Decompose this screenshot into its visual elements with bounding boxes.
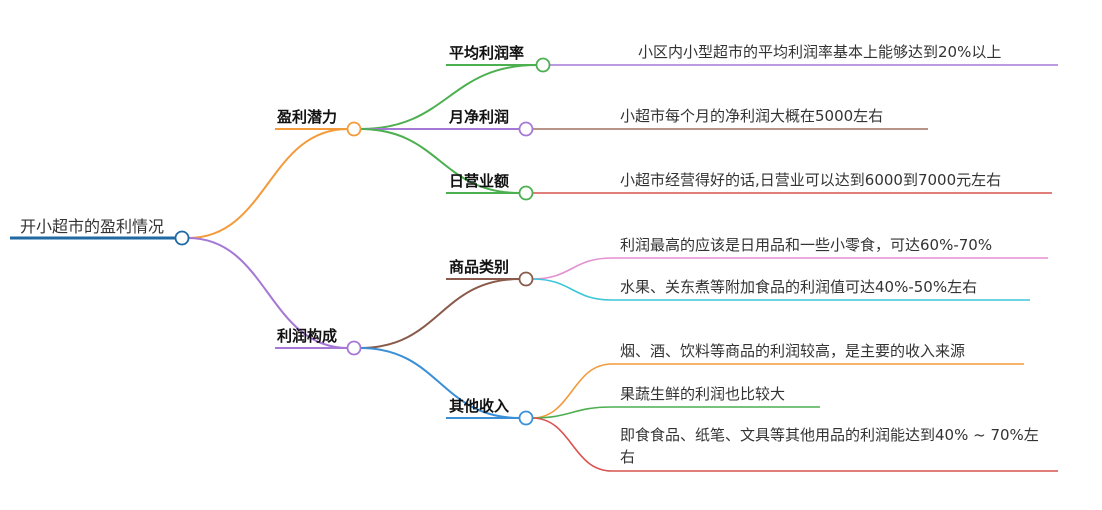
sub-node-circle (518, 271, 534, 287)
branch-profit-composition[interactable]: 利润构成 (277, 327, 338, 345)
sub-monthly-net-profit[interactable]: 月净利润 (449, 108, 510, 126)
sub-node-circle (518, 410, 534, 426)
leaf-text: 烟、酒、饮料等商品的利润较高，是主要的收入来源 (620, 342, 966, 360)
branch-connector (187, 128, 349, 239)
branch-node-circle (346, 340, 362, 356)
sub-node-circle (518, 121, 534, 137)
leaf-text: 小超市经营得好的话,日营业可以达到6000到7000元左右 (620, 171, 1002, 189)
sub-daily-revenue[interactable]: 日营业额 (449, 172, 510, 190)
leaf-connector (531, 363, 613, 419)
leaf-text: 利润最高的应该是日用品和一些小零食，可达60%-70% (620, 236, 993, 254)
leaf-connector (531, 406, 613, 419)
leaf-text: 果蔬生鲜的利润也比较大 (620, 385, 786, 403)
root-node-circle (174, 230, 190, 246)
branch-connector (187, 237, 349, 349)
leaf-text: 小区内小型超市的平均利润率基本上能够达到20%以上 (638, 43, 1002, 61)
sub-connector (359, 278, 521, 349)
sub-product-category[interactable]: 商品类别 (449, 258, 510, 276)
sub-connector (359, 64, 538, 130)
sub-other-income[interactable]: 其他收入 (449, 397, 510, 415)
branch-node-circle (346, 121, 362, 137)
leaf-text: 小超市每个月的净利润大概在5000左右 (620, 107, 884, 125)
sub-connector (359, 128, 521, 194)
branch-profit-potential[interactable]: 盈利潜力 (277, 108, 338, 126)
sub-node-circle (535, 57, 551, 73)
sub-connector (359, 347, 521, 419)
root-topic[interactable]: 开小超市的盈利情况 (20, 217, 165, 236)
sub-average-profit-rate[interactable]: 平均利润率 (449, 44, 525, 62)
sub-node-circle (518, 185, 534, 201)
leaf-connector (531, 278, 613, 301)
leaf-connector (531, 257, 613, 280)
leaf-connector (531, 417, 613, 472)
leaf-text: 即食食品、纸笔、文具等其他用品的利润能达到40% ~ 70%左右 (620, 426, 1039, 466)
leaf-text: 水果、关东煮等附加食品的利润值可达40%-50%左右 (620, 278, 978, 296)
